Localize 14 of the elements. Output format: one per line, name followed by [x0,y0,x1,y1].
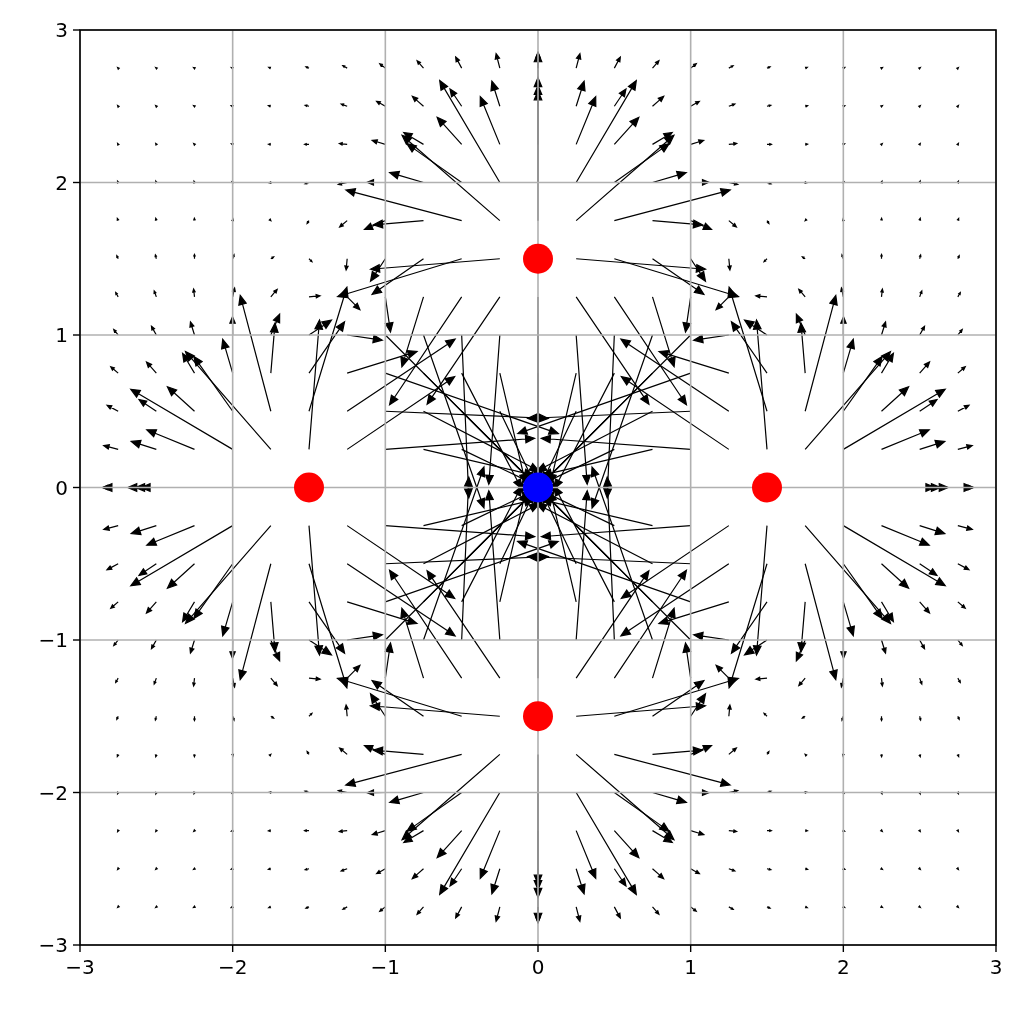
tick-label: 2 [55,170,68,195]
tick-label: −3 [38,933,68,957]
tick-label: −2 [217,955,248,979]
tick-label: 1 [684,955,698,979]
tick-label: −2 [38,780,68,805]
tick-label: 0 [55,475,68,500]
tick-label: 0 [531,955,545,979]
tick-label: 3 [989,955,1003,979]
tick-label: −1 [38,628,68,652]
tick-label: 2 [836,955,850,979]
tick-label: −3 [65,955,95,979]
tick-label: 3 [55,18,68,42]
tick-label: −1 [370,955,401,979]
tick-label: 1 [55,323,68,347]
